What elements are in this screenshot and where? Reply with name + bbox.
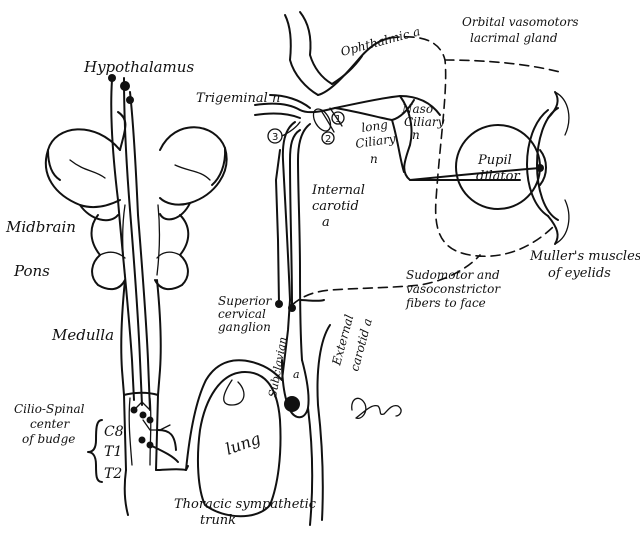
superior-label-1: Superior [218,294,273,308]
medulla-label: Medulla [51,326,114,344]
ophthalmic-label: Ophthalmic a [339,24,422,59]
marker-1-label: 1 [335,114,341,125]
trigeminal-label: Trigeminal n [196,91,280,106]
central-fibers [108,74,150,410]
internal-carotid-label-3: a [322,215,330,230]
marker-3-label: 3 [272,132,278,143]
internal-carotid-label-1: Internal [311,183,365,198]
sudomotor-label-3: fibers to face [405,296,486,310]
naso-ciliary-label-3: n [412,128,420,142]
internal-carotid-label-2: carotid [312,199,359,214]
ciliospinal-label-1: Cilio-Spinal [14,402,85,416]
ophthalmic-artery [270,12,390,108]
dashed-pathways [292,37,560,305]
orbital-label-1: Orbital vasomotors [462,15,579,29]
naso-ciliary-label-1: Naso [401,102,433,116]
long-ciliary-label-2: Ciliary [354,131,396,151]
lung-label: lung [223,429,263,459]
pons-label: Pons [13,262,50,280]
medulla-spinal-cord [121,280,188,515]
ciliospinal-neurons [131,402,179,462]
t1-label: T1 [104,444,122,460]
thoracic-label-2: trunk [200,513,236,528]
marker-2-label: 2 [325,134,331,145]
pupil-label-1: Pupil [477,153,512,168]
midbrain-label: Midbrain [5,218,76,236]
orbital-label-2: lacrimal gland [470,31,558,45]
muller-label-1: Muller's muscles [529,249,640,264]
sudomotor-label-1: Sudomotor and [406,268,500,282]
thoracic-label-1: Thoracic sympathetic [174,497,317,512]
ciliospinal-label-3: of budge [22,432,75,446]
sudomotor-label-2: vasoconstrictor [406,282,501,296]
subclavian-label-2: a [293,368,300,381]
pupil-label-2: dilator [476,169,520,184]
signature [352,398,401,418]
t2-label: T2 [104,466,122,482]
segment-bracket [88,420,102,482]
ciliospinal-label-2: center [30,417,70,431]
subclavian-label-1: Subclavian [266,336,289,399]
hypothalamus-label: Hypothalamus [83,58,194,76]
c8-label: C8 [104,424,124,440]
muller-label-2: of eyelids [548,266,611,281]
naso-ciliary-label-2: Ciliary [404,115,445,129]
superior-label-3: ganglion [218,320,271,334]
long-ciliary-label-3: n [370,152,378,166]
superior-label-2: cervical [218,307,266,321]
